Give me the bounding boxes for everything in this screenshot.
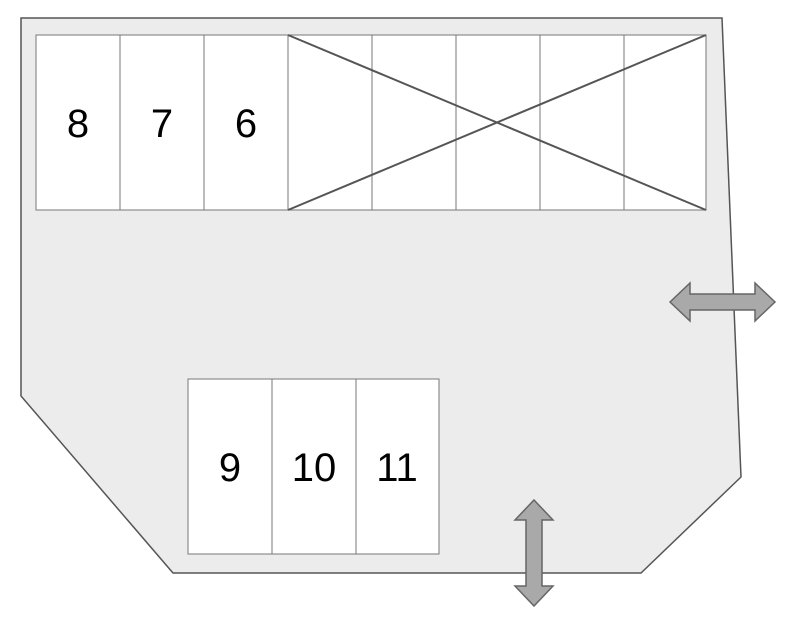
blocked-slot — [539, 34, 625, 211]
slot-label: 7 — [151, 102, 173, 146]
parking-slot-8 — [35, 34, 121, 211]
top-row-slots: 8 7 6 — [35, 34, 707, 211]
blocked-slot — [287, 34, 373, 211]
parking-slot-11 — [355, 378, 440, 555]
parking-slot-9 — [187, 378, 273, 555]
slot-label: 10 — [292, 446, 337, 490]
slot-label: 9 — [219, 446, 241, 490]
slot-label: 8 — [67, 102, 89, 146]
parking-slot-7 — [119, 34, 205, 211]
vertical-double-arrow-icon — [513, 498, 555, 608]
parking-slot-10 — [271, 378, 357, 555]
blocked-slot — [623, 34, 707, 211]
slot-label: 11 — [376, 446, 418, 490]
blocked-slot — [371, 34, 457, 211]
slot-label: 6 — [235, 102, 257, 146]
bottom-row-slots: 9 10 11 — [187, 378, 440, 555]
horizontal-double-arrow-icon — [668, 281, 777, 323]
blocked-area-cross-line — [287, 34, 707, 211]
parking-slot-6 — [203, 34, 289, 211]
